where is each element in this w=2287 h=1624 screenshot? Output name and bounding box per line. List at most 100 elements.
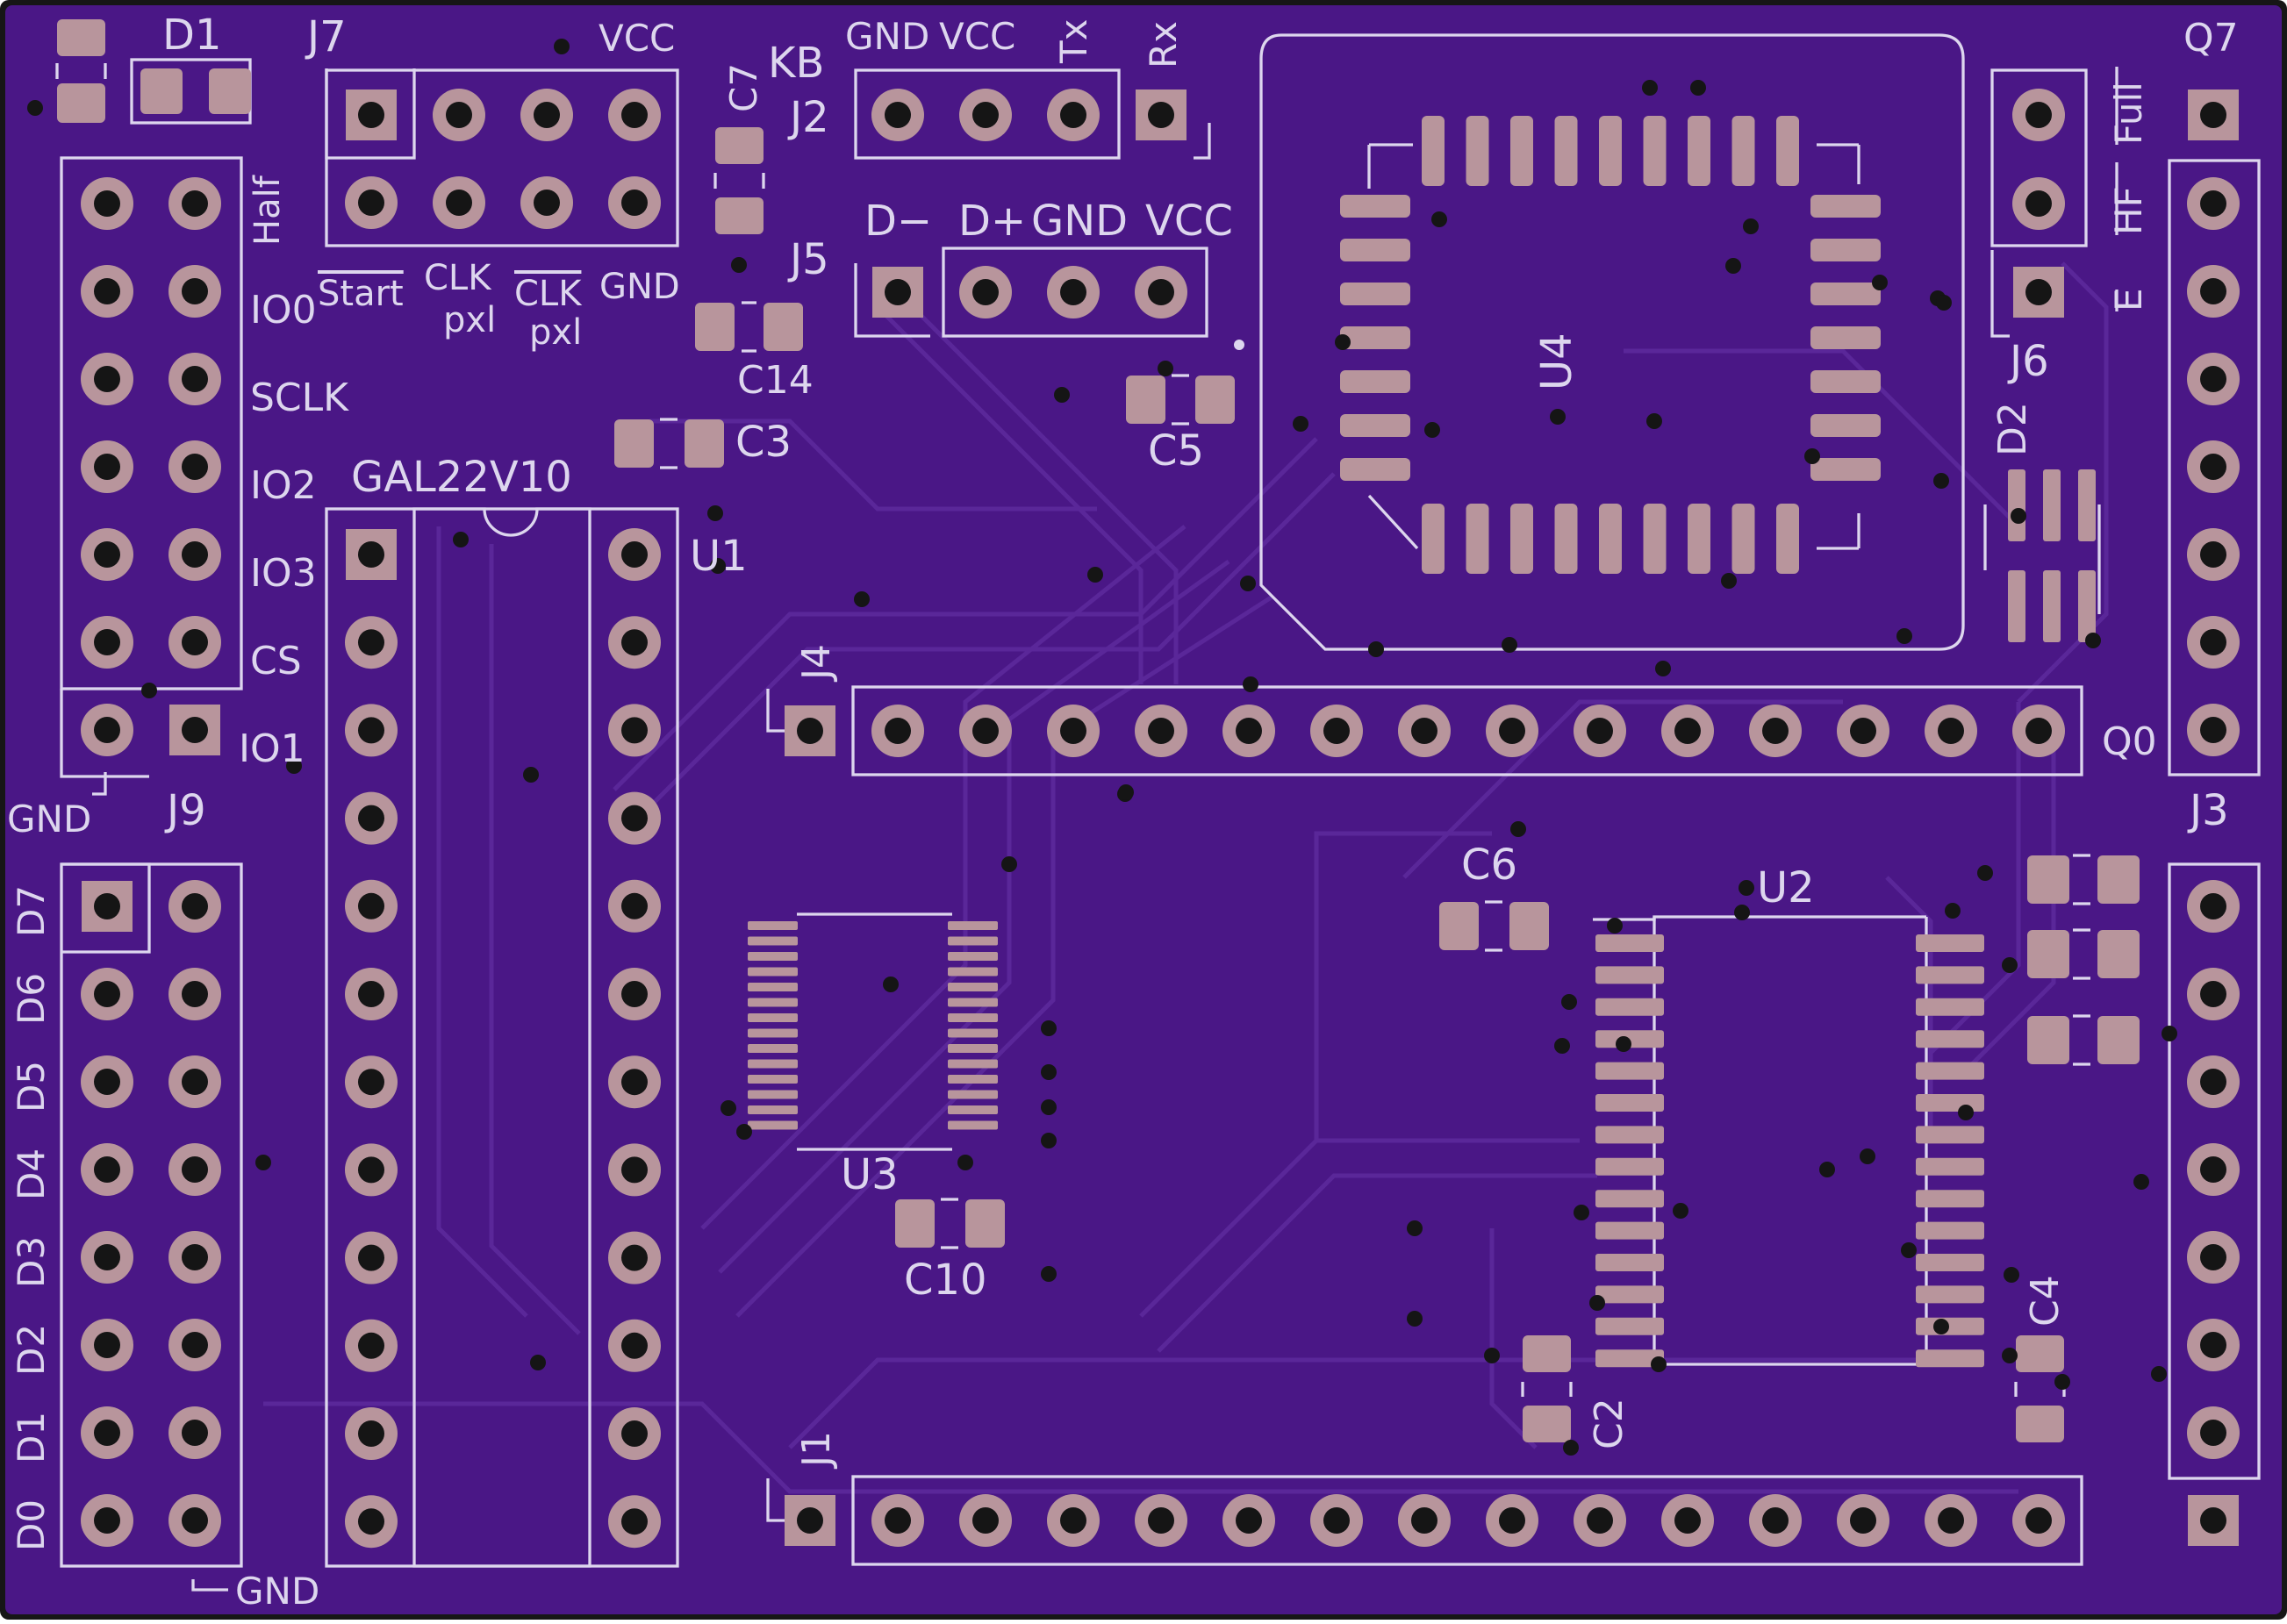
silk-label-KB: KB bbox=[768, 39, 824, 88]
drill-hole bbox=[621, 1508, 648, 1535]
drill-hole bbox=[2200, 981, 2226, 1007]
resistor-pad-a bbox=[2027, 855, 2069, 904]
u2-pin-left bbox=[1595, 1349, 1664, 1368]
drill-hole bbox=[621, 190, 648, 216]
silk-label-C4: C4 bbox=[2023, 1275, 2068, 1327]
drill-hole bbox=[1850, 718, 1876, 744]
u4-pin-right bbox=[1810, 414, 1881, 437]
u4-pin-top bbox=[1688, 116, 1710, 186]
silk-label-gnd-j5: GND bbox=[1031, 197, 1128, 246]
drill-hole bbox=[1060, 102, 1086, 128]
drill-hole bbox=[358, 1332, 384, 1359]
via bbox=[1743, 218, 1759, 234]
via bbox=[1407, 1311, 1423, 1327]
c5-pad-a bbox=[1126, 376, 1165, 424]
u2-pin-left bbox=[1595, 966, 1664, 984]
via bbox=[523, 767, 539, 783]
drill-hole bbox=[358, 1508, 384, 1535]
drill-hole bbox=[972, 279, 999, 305]
drill-hole bbox=[972, 102, 999, 128]
via bbox=[2133, 1174, 2149, 1190]
u4-pin-right bbox=[1810, 458, 1881, 481]
silk-label-D1: D1 bbox=[162, 11, 222, 60]
c6-pad-a bbox=[1439, 902, 1479, 950]
drill-hole bbox=[797, 718, 823, 744]
drill-hole bbox=[358, 805, 384, 832]
u4-pin-bottom bbox=[1731, 504, 1755, 574]
via bbox=[1896, 628, 1912, 644]
via bbox=[1901, 1242, 1917, 1258]
silk-label-pxl2: pxl bbox=[529, 312, 582, 353]
silk-label-gnd-j2: GND bbox=[845, 15, 929, 58]
u3-pin-left bbox=[748, 1090, 798, 1099]
c7-pad-b bbox=[715, 197, 764, 234]
via bbox=[1977, 865, 1993, 881]
silk-label-e: E bbox=[2107, 288, 2150, 311]
silk-label-hf: HF bbox=[2107, 186, 2150, 235]
drill-hole bbox=[358, 629, 384, 656]
resistor-pad-a bbox=[2027, 930, 2069, 978]
drill-hole bbox=[94, 366, 120, 392]
drill-hole bbox=[885, 102, 911, 128]
silk-label-d1: D1 bbox=[10, 1412, 53, 1463]
board-substrate bbox=[5, 5, 2282, 1614]
via bbox=[1335, 334, 1351, 350]
via bbox=[1872, 275, 1888, 290]
drill-hole bbox=[358, 1244, 384, 1271]
u3-pin-right bbox=[948, 1028, 998, 1038]
drill-hole bbox=[1060, 279, 1086, 305]
drill-hole bbox=[358, 981, 384, 1007]
drill-hole bbox=[94, 717, 120, 743]
drill-hole bbox=[2200, 454, 2226, 480]
u4-socket-outline bbox=[1259, 33, 1965, 651]
drill-hole bbox=[446, 102, 472, 128]
drill-hole bbox=[182, 1244, 208, 1270]
via bbox=[1368, 641, 1384, 657]
via bbox=[2002, 1348, 2018, 1363]
u4-pin-right bbox=[1810, 195, 1881, 218]
drill-hole bbox=[358, 102, 384, 128]
u3-pin-right bbox=[948, 952, 998, 961]
j9-outline bbox=[60, 862, 243, 1568]
drill-hole bbox=[2200, 1332, 2226, 1358]
drill-hole bbox=[94, 629, 120, 655]
c3-pad-b bbox=[685, 419, 724, 468]
d1-pad-a bbox=[57, 19, 105, 56]
via bbox=[1087, 567, 1103, 583]
u4-pin-left bbox=[1340, 458, 1410, 481]
drill-hole bbox=[182, 981, 208, 1007]
drill-hole bbox=[885, 279, 911, 305]
silk-label-J7: J7 bbox=[305, 12, 347, 61]
u3-pin-right bbox=[948, 983, 998, 991]
u4-pin-left bbox=[1340, 326, 1410, 349]
drill-hole bbox=[1499, 718, 1525, 744]
u3-pin-right bbox=[948, 1013, 998, 1022]
via bbox=[2162, 1026, 2177, 1041]
drill-hole bbox=[621, 717, 648, 744]
j6-outline bbox=[1990, 68, 2088, 247]
u3-pin-left bbox=[748, 1105, 798, 1114]
drill-hole bbox=[2025, 102, 2052, 128]
u4-pin-right bbox=[1810, 370, 1881, 393]
drill-hole bbox=[182, 278, 208, 304]
gnd-bottom-tick bbox=[191, 1579, 228, 1592]
drill-hole bbox=[2200, 629, 2226, 655]
drill-hole bbox=[1236, 1507, 1262, 1534]
drill-hole bbox=[2200, 1420, 2226, 1446]
u3-pin-left bbox=[748, 967, 798, 977]
drill-hole bbox=[1762, 1507, 1789, 1534]
u4-pin-bottom bbox=[1776, 504, 1799, 574]
u4-pin-left bbox=[1340, 239, 1410, 261]
drill-hole bbox=[182, 1420, 208, 1446]
u2-pin-right bbox=[1916, 1030, 1984, 1048]
silk-label-J3: J3 bbox=[2187, 786, 2229, 835]
drill-hole bbox=[2200, 366, 2226, 392]
c10-pad-b bbox=[965, 1199, 1005, 1248]
drill-hole bbox=[2200, 102, 2226, 128]
c2-pad-b bbox=[1523, 1406, 1571, 1442]
via bbox=[554, 39, 570, 54]
drill-hole bbox=[972, 718, 999, 744]
drill-hole bbox=[94, 541, 120, 568]
silk-label-d2: D2 bbox=[10, 1324, 53, 1376]
